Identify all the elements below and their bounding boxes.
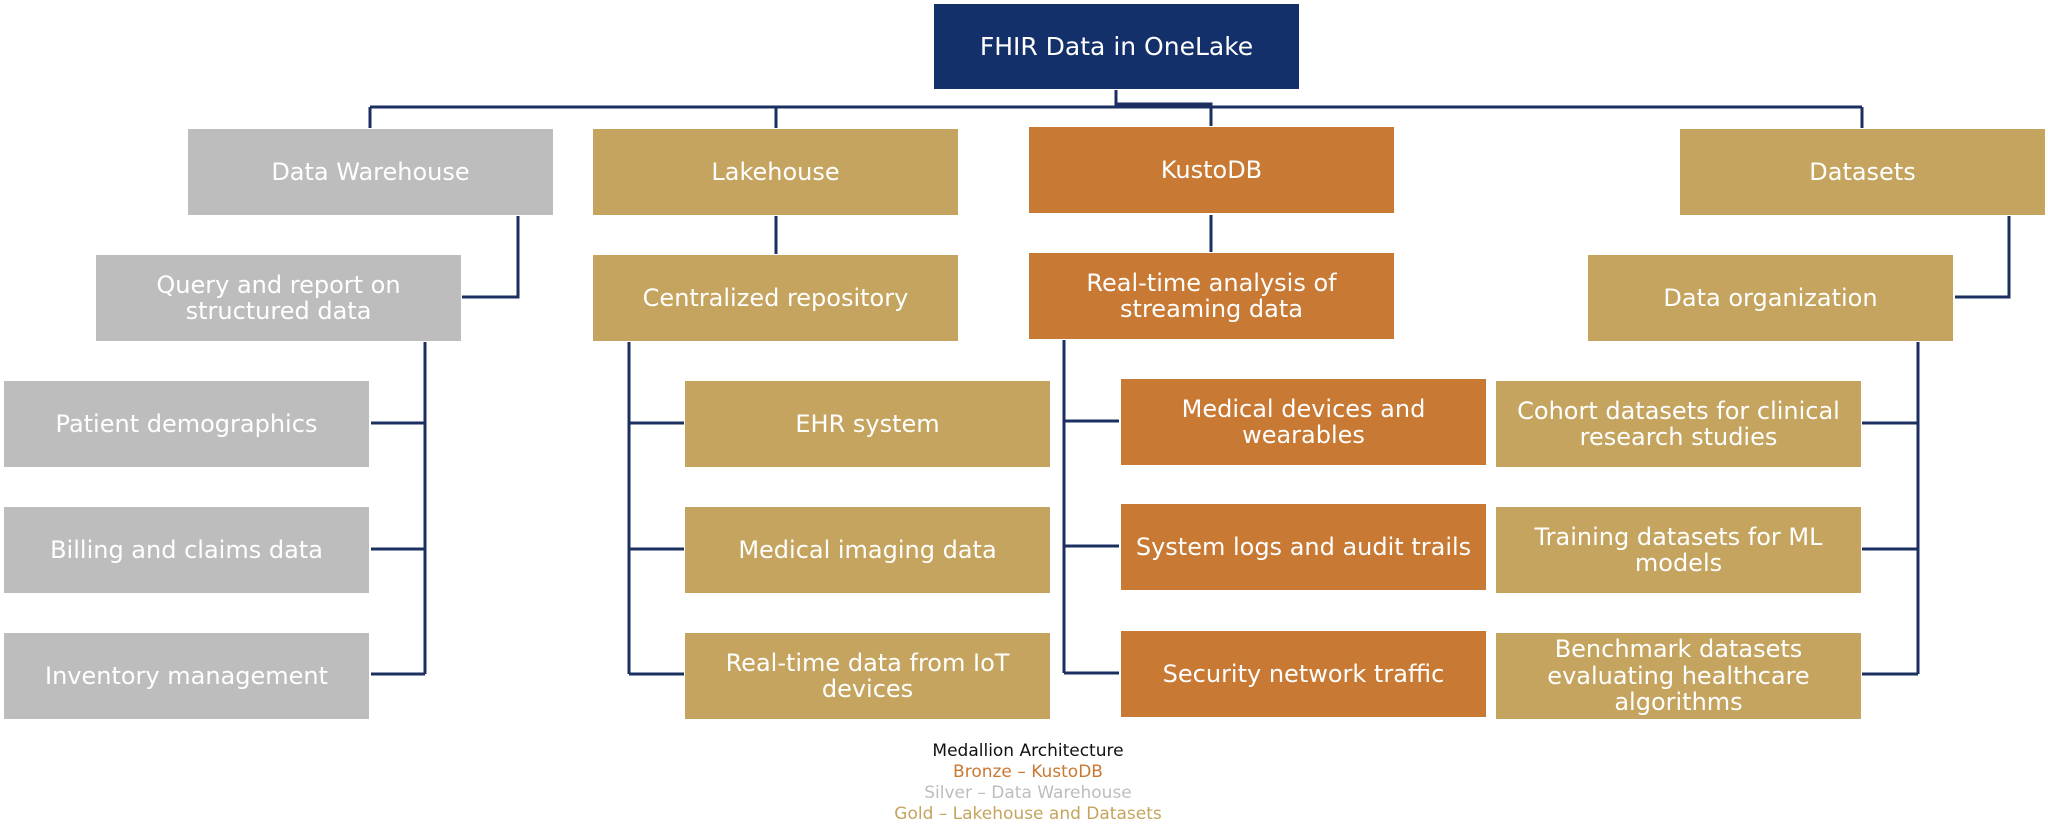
lh-item-imaging: Medical imaging data [685,507,1050,593]
root-node: FHIR Data in OneLake [934,4,1299,89]
dw-item-billing-claims: Billing and claims data [4,507,369,593]
legend-gold: Gold – Lakehouse and Datasets [894,804,1162,824]
ku-item-devices: Medical devices and wearables [1121,379,1486,465]
kustodb-sub-node: Real-time analysis of streaming data [1029,253,1394,339]
datasets-node: Datasets [1680,129,2045,215]
legend-silver: Silver – Data Warehouse [924,783,1132,803]
datasets-sub-node: Data organization [1588,255,1953,341]
ds-item-cohort: Cohort datasets for clinical research st… [1496,381,1861,467]
legend: Medallion Architecture Bronze – KustoDB … [828,741,1228,825]
legend-title: Medallion Architecture [932,741,1124,761]
data-warehouse-sub-node: Query and report on structured data [96,255,461,341]
kustodb-node: KustoDB [1029,127,1394,213]
data-warehouse-node: Data Warehouse [188,129,553,215]
ds-sub-connector [1955,216,2011,299]
dw-item-patient-demographics: Patient demographics [4,381,369,467]
lh-item-iot: Real-time data from IoT devices [685,633,1050,719]
ds-item-training: Training datasets for ML models [1496,507,1861,593]
dw-item-inventory: Inventory management [4,633,369,719]
lh-item-ehr: EHR system [685,381,1050,467]
lakehouse-sub-node: Centralized repository [593,255,958,341]
ds-item-benchmark: Benchmark datasets evaluating healthcare… [1496,633,1861,719]
ku-item-logs: System logs and audit trails [1121,504,1486,590]
kusto-connector [1114,102,1213,126]
lakehouse-node: Lakehouse [593,129,958,215]
ku-item-network: Security network traffic [1121,631,1486,717]
dw-sub-connector [462,216,520,299]
legend-bronze: Bronze – KustoDB [953,762,1103,782]
